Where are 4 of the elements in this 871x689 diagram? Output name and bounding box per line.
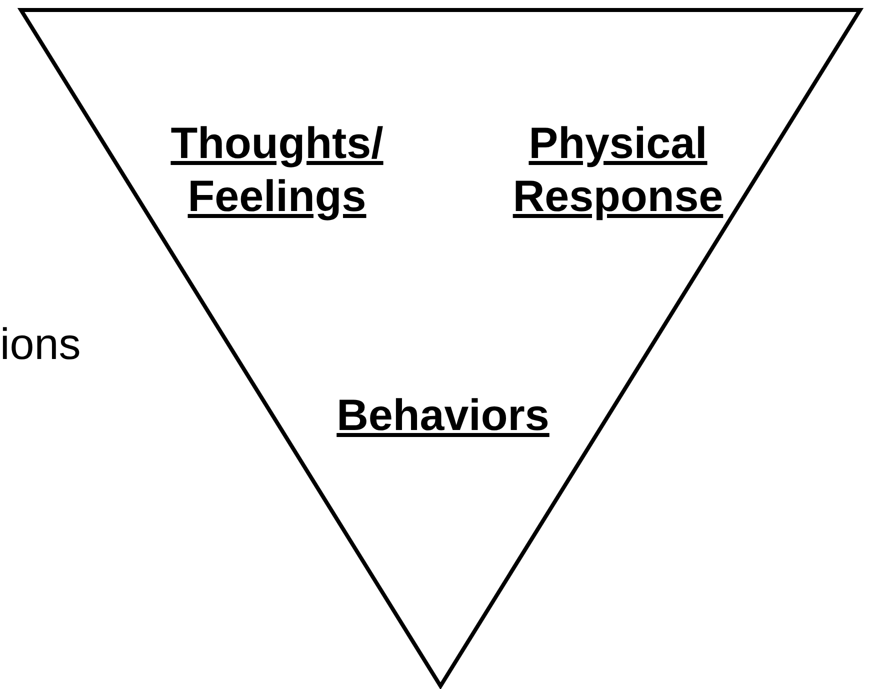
section-heading: Physical Response	[512, 118, 724, 223]
text-fragment: ions	[0, 319, 81, 371]
section-heading: Thoughts/ Feelings	[170, 118, 384, 223]
section-heading: Behaviors	[336, 390, 550, 442]
